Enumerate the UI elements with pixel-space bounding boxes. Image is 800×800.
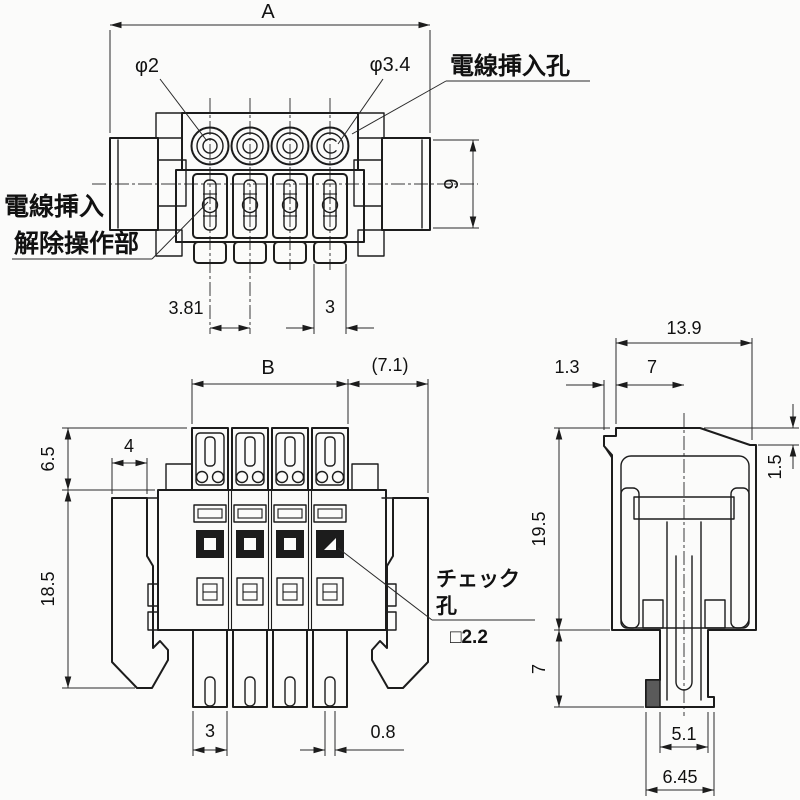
label-check-hole-2: 孔 (436, 595, 457, 618)
dim-A: A (261, 1, 275, 23)
mounting-foot (645, 679, 661, 708)
right-latch-arm (371, 497, 429, 689)
inner-left-wall (620, 487, 640, 629)
label-wire-insertion-hole: 電線挿入孔 (450, 52, 570, 80)
front-view: B (7.1) 6.5 18.5 4 3 0.8 チェック 孔 □2.2 (38, 355, 535, 756)
dim-1-5: 1.5 (765, 454, 785, 479)
latch-hook-edge (603, 445, 613, 459)
label-phi2: φ2 (135, 55, 159, 77)
label-phi3-4: φ3.4 (370, 54, 411, 76)
label-wire-release-2: 解除操作部 (14, 229, 139, 258)
dim-7-stem: 7 (529, 664, 549, 674)
dim-13-9: 13.9 (666, 318, 701, 338)
side-tab (385, 583, 397, 607)
inner-right-wall (730, 487, 750, 629)
left-hinge (157, 159, 187, 207)
top-view: A 9 3.81 3 φ2 φ3.4 電線挿入孔 電線挿入 解除操作部 (4, 1, 590, 334)
left-latch-arm (111, 497, 169, 689)
dim-3-81: 3.81 (168, 298, 203, 318)
dim-1-3: 1.3 (554, 357, 579, 377)
shoulder-tab (165, 463, 193, 491)
release-levers (192, 173, 348, 239)
dim-9: 9 (441, 178, 463, 189)
dim-6-5: 6.5 (38, 446, 58, 471)
terminal-towers (191, 427, 349, 491)
lower-windows (196, 577, 344, 606)
dim-6-45: 6.45 (662, 767, 697, 787)
side-body-outline (603, 427, 757, 708)
inner-foot (642, 599, 664, 629)
side-tab (385, 611, 397, 631)
dim-7-inner: 7 (647, 357, 657, 377)
dim-5-1: 5.1 (671, 724, 696, 744)
dim-7-1-ref: (7.1) (371, 355, 408, 375)
inner-foot (704, 599, 726, 629)
release-slots (193, 504, 347, 523)
label-check-hole-1: チェック (436, 568, 520, 591)
side-tab (147, 583, 159, 607)
side-tab (147, 611, 159, 631)
inner-top-band (633, 496, 735, 520)
contact-c-ring (323, 138, 337, 154)
corner-tab (155, 112, 183, 139)
dim-3-leg: 3 (205, 721, 215, 741)
dim-18-5: 18.5 (38, 571, 58, 606)
label-wire-release-1: 電線挿入 (4, 192, 104, 221)
label-check-hole-size: □2.2 (450, 627, 488, 648)
shoulder-tab (351, 463, 379, 491)
right-hinge (353, 159, 383, 207)
legs (192, 629, 348, 708)
guide-tabs (193, 241, 347, 264)
check-holes (196, 530, 344, 558)
lever-band (175, 169, 365, 243)
inner-cavity (620, 455, 750, 629)
hole-band (181, 112, 359, 171)
dim-19-5: 19.5 (529, 511, 549, 546)
side-view: 13.9 1.3 7 1.5 19.5 7 5.1 6.45 (529, 318, 799, 796)
corner-tab (357, 112, 385, 139)
dim-B: B (261, 357, 274, 379)
dim-4: 4 (124, 436, 134, 456)
stem-slot (675, 555, 693, 691)
wire-insertion-holes (190, 126, 350, 166)
dim-3-tab: 3 (325, 297, 335, 317)
dim-0-8: 0.8 (370, 722, 395, 742)
